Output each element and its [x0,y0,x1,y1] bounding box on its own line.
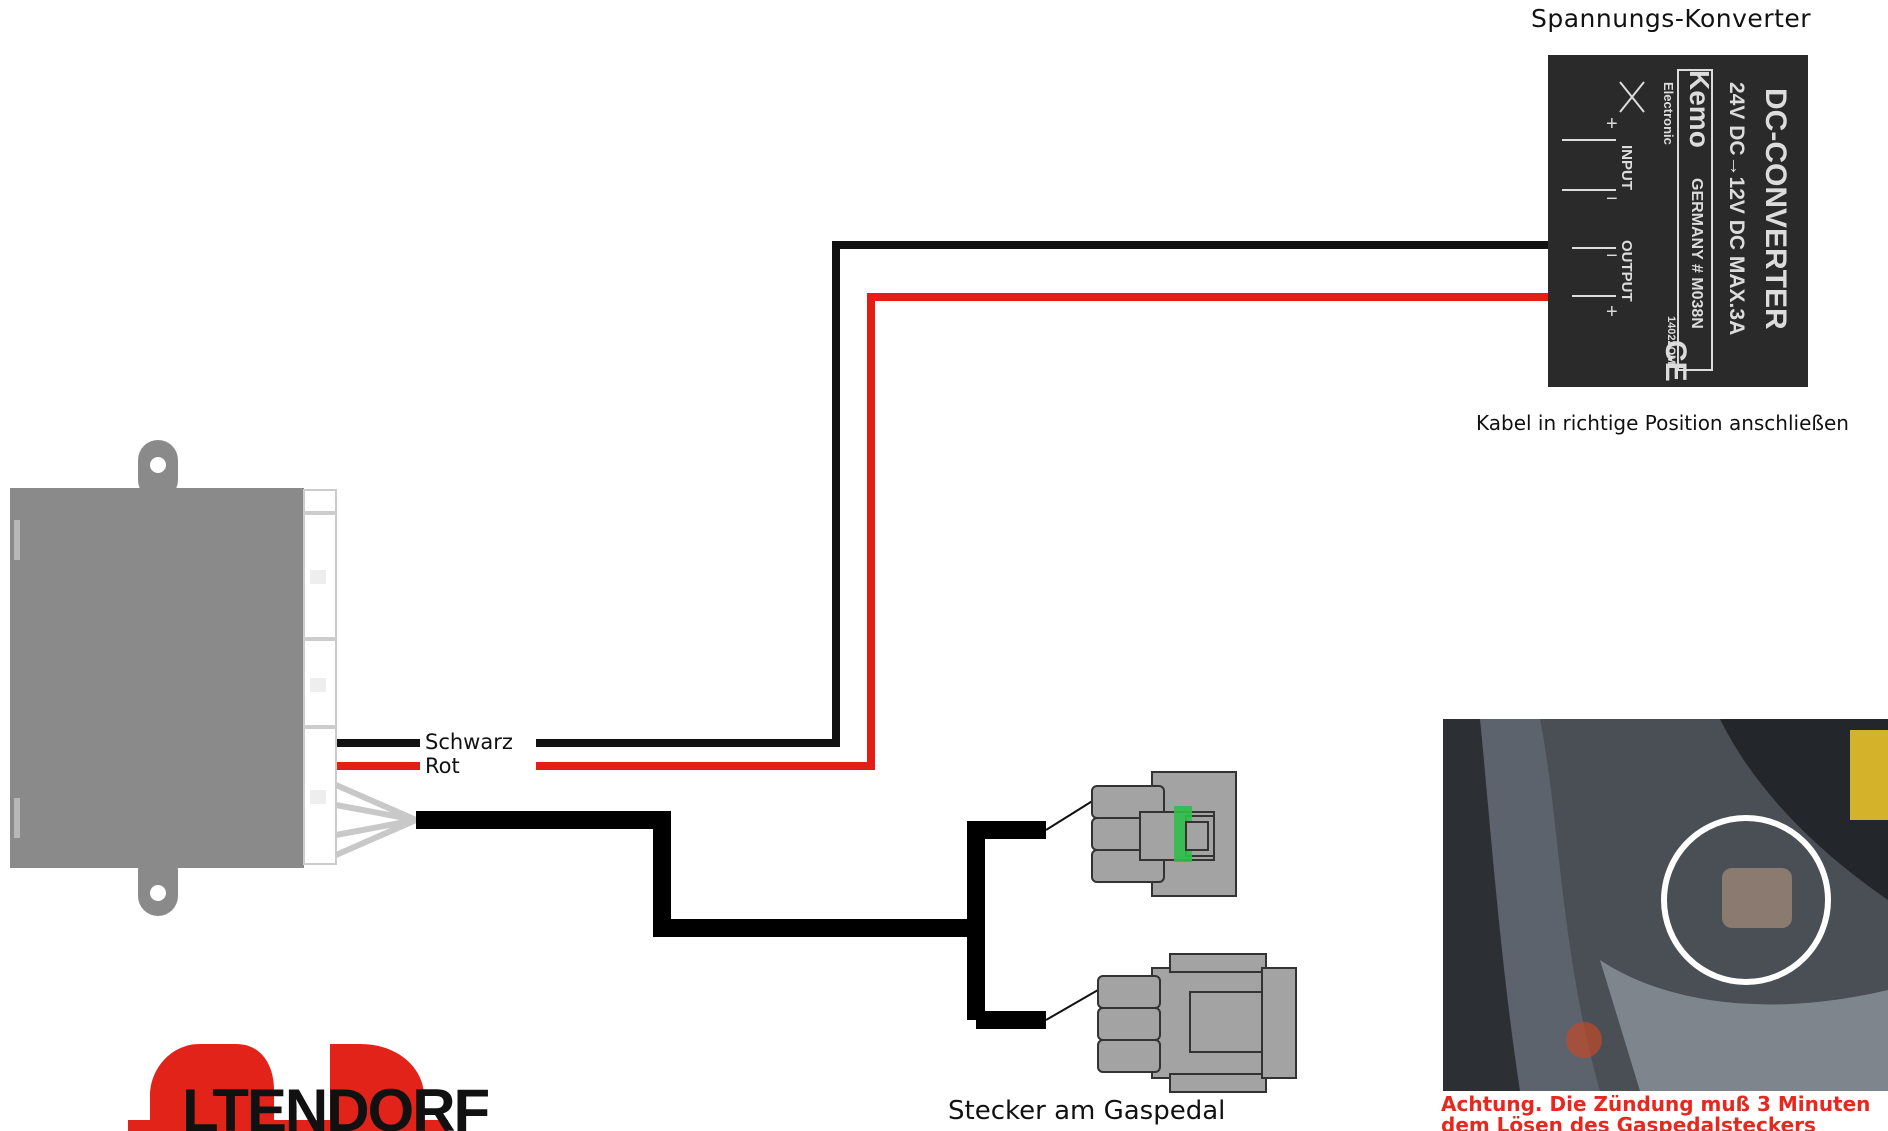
pedal-connector-lower [1097,953,1297,1093]
black-wire-upper [536,241,1550,747]
pedal-harness [416,799,1099,1029]
svg-text:+: + [1606,301,1618,323]
red-wire-label: Rot [425,754,460,778]
pedal-connector-upper [1091,771,1237,897]
converter-wires [336,241,1550,770]
converter-line1: DC-CONVERTER [1759,88,1792,330]
waste-bin-icon [1619,81,1645,113]
converter-input: INPUT [1618,145,1635,190]
converter-brand: Kemo [1684,70,1715,148]
pedal-photo [1443,719,1888,1091]
converter-line2: 24V DC→12V DC MAX.3A [1725,82,1748,335]
converter-output: OUTPUT [1618,240,1635,302]
black-wire-label: Schwarz [425,730,513,754]
converter-instruction: Kabel in richtige Position anschließen [1476,411,1849,435]
svg-text:+: + [1606,113,1618,135]
svg-text:−: − [1606,188,1618,210]
svg-text:−: − [1606,245,1618,267]
converter-title: Spannungs-Konverter [1531,4,1812,33]
ce-mark: CE [1659,340,1692,382]
altendorf-logo: LTENDORF [128,1044,491,1131]
warning-text: Achtung. Die Zündung muß 3 Minuten dem L… [1441,1094,1888,1131]
pedal-connector-label: Stecker am Gaspedal [948,1096,1226,1126]
logo-text: LTENDORF [182,1077,489,1131]
converter-brand-sub: Electronic [1661,82,1676,145]
warning-line2: dem Lösen des Gaspedalsteckers [1441,1113,1816,1131]
converter-code: 14022OM [1665,316,1677,364]
control-module [10,440,424,916]
warning-line1: Achtung. Die Zündung muß 3 Minuten [1441,1094,1871,1116]
red-wire-upper [536,293,1550,770]
dc-converter-device: DC-CONVERTER 24V DC→12V DC MAX.3A Kemo E… [1548,55,1808,387]
converter-model: GERMANY # M038N [1688,178,1705,329]
